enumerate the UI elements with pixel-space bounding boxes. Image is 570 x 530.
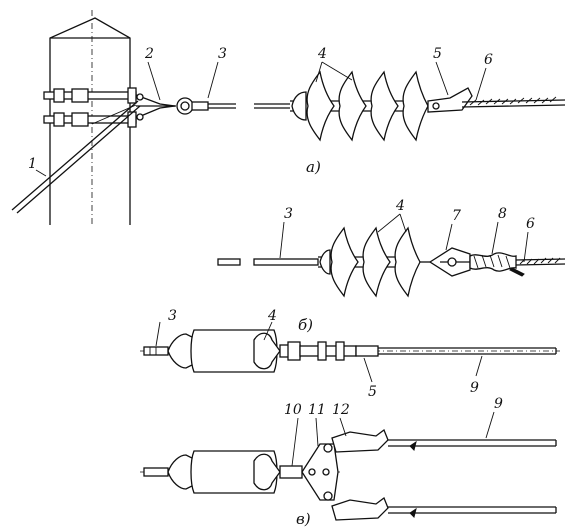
armor-rods-8 (469, 252, 517, 272)
rod-3d (143, 467, 169, 477)
caption-b: б) (298, 316, 313, 334)
label-4b: 4 (395, 198, 405, 214)
label-9a: 9 (470, 380, 479, 396)
label-6b: 6 (526, 216, 535, 232)
leaders-a (35, 61, 487, 177)
caption-a: а) (306, 158, 321, 176)
rod-3b (217, 258, 319, 266)
long-rod-insulator-4c (167, 329, 301, 373)
label-9b: 9 (494, 396, 503, 412)
label-3b: 3 (284, 206, 293, 222)
conductors-9-lower (388, 439, 557, 518)
label-3c: 3 (168, 308, 177, 324)
view-v-upper: 3 4 5 9 (140, 308, 560, 400)
eye-rod-3 (176, 97, 290, 115)
coupling-v-upper (287, 341, 379, 361)
conductor-9 (378, 347, 557, 355)
wire-6 (461, 96, 566, 108)
strut-1 (11, 100, 141, 214)
label-2: 2 (144, 46, 154, 62)
clamp-2 (135, 93, 176, 121)
clamps-12 (331, 428, 389, 521)
label-11: 11 (308, 402, 326, 418)
yoke-plate-11 (301, 443, 339, 501)
label-4c: 4 (267, 308, 277, 324)
label-8: 8 (498, 206, 507, 222)
label-5: 5 (433, 46, 442, 62)
leaders-v-lower (291, 411, 495, 467)
pole-bolts (43, 87, 137, 128)
leaders-v-upper (155, 321, 483, 383)
label-1: 1 (28, 156, 37, 172)
view-b: 3 4 7 8 6 б) (217, 198, 566, 334)
label-4: 4 (317, 46, 327, 62)
leaders-b (279, 213, 529, 263)
label-12: 12 (332, 402, 350, 418)
rod-3c (143, 346, 169, 356)
triangle-clamp-7 (420, 247, 471, 277)
label-6: 6 (484, 52, 493, 68)
link-10 (279, 465, 303, 479)
wire-6b (509, 257, 566, 277)
label-7: 7 (452, 208, 461, 224)
view-v-lower: 10 11 12 9 в) (140, 396, 557, 528)
view-a: 1 2 3 4 5 6 а) (11, 10, 566, 225)
insulator-string-4 (290, 70, 429, 142)
clamp-5 (427, 87, 473, 113)
label-5c: 5 (368, 384, 377, 400)
caption-v: в) (296, 510, 311, 528)
long-rod-insulator-4d (167, 450, 281, 494)
label-10: 10 (284, 402, 302, 418)
insulator-string-4b (318, 226, 421, 298)
label-3: 3 (218, 46, 227, 62)
